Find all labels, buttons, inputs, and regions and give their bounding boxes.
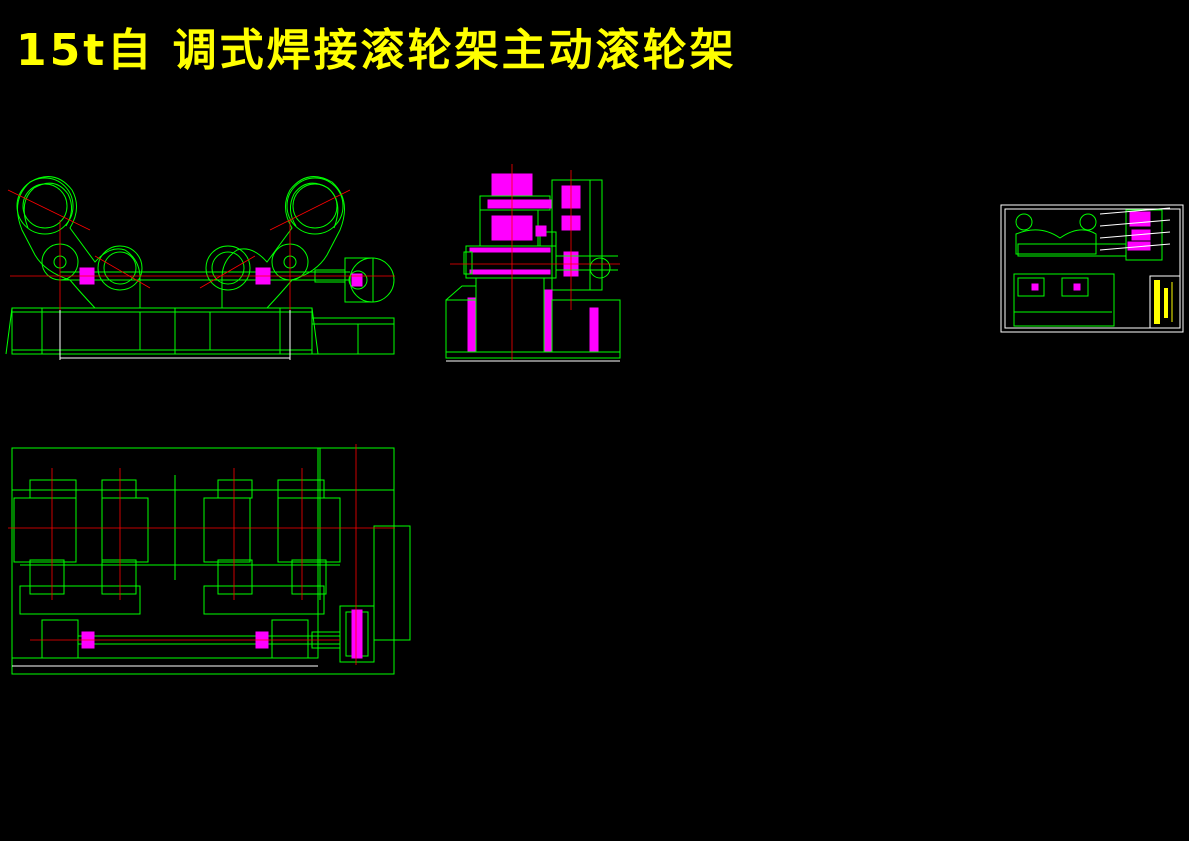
- side-view[interactable]: [0, 160, 400, 370]
- right-roller-arm: [205, 176, 345, 309]
- preview-title-block: [1149, 275, 1181, 329]
- plan-drive-train: [41, 525, 411, 663]
- end-view[interactable]: [440, 160, 630, 365]
- side-view-dimensions: [59, 310, 291, 360]
- roller-hub: [463, 245, 618, 279]
- pedestal: [445, 277, 621, 359]
- gear-motor: [344, 257, 395, 303]
- preview-plan-view: [1013, 273, 1115, 327]
- base-frame: [5, 307, 395, 355]
- end-view-centerlines: [450, 164, 620, 360]
- sheet-preview[interactable]: [1000, 204, 1186, 334]
- left-roller-arm: [16, 176, 143, 309]
- centerlines: [7, 189, 395, 320]
- roller-units: [13, 479, 341, 615]
- plan-view[interactable]: [0, 440, 420, 680]
- preview-side-view: [1015, 209, 1163, 261]
- plan-centerlines: [8, 444, 395, 665]
- drawing-title: 15t自 调式焊接滚轮架主动滚轮架: [16, 25, 737, 76]
- preview-leaders: [1099, 207, 1171, 251]
